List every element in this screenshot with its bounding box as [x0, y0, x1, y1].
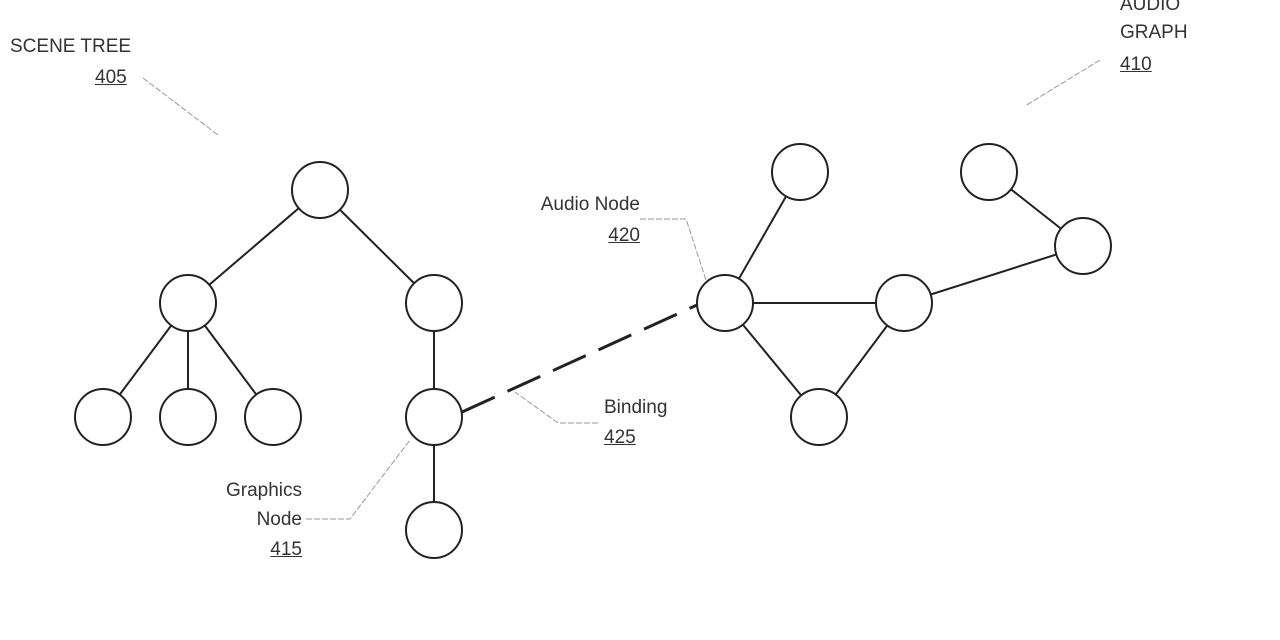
binding-ref: 425 — [604, 427, 636, 448]
scene-node — [405, 501, 463, 559]
graphics-node-title-2: Node — [256, 509, 302, 530]
leader-405 — [142, 77, 219, 136]
scene-tree-nodes — [74, 161, 463, 559]
leader-425 — [514, 391, 598, 424]
scene-node — [405, 274, 463, 332]
audio-graph-ref: 410 — [1120, 54, 1152, 75]
audio-graph-nodes — [696, 143, 1112, 446]
graphics-node — [405, 388, 463, 446]
leader-lines — [142, 59, 1101, 520]
graphics-node-title-1: Graphics — [225, 480, 302, 501]
binding-title: Binding — [604, 397, 668, 418]
audio-graph-title-1: AUDIO — [1120, 0, 1181, 15]
graphics-node-ref: 415 — [270, 539, 302, 560]
leader-420 — [640, 218, 707, 281]
scene-node — [159, 274, 217, 332]
scene-node — [159, 388, 217, 446]
edge — [903, 245, 1084, 304]
audio-graph-node — [960, 143, 1018, 201]
audio-graph-node — [875, 274, 933, 332]
audio-graph-title-2: GRAPH — [1120, 22, 1188, 43]
scene-tree-title: SCENE TREE — [10, 36, 132, 57]
scene-tree-ref: 405 — [95, 67, 127, 88]
scene-node — [244, 388, 302, 446]
audio-node-ref: 420 — [608, 225, 640, 246]
leader-415 — [306, 439, 411, 520]
scene-node — [74, 388, 132, 446]
binding-dashed-line — [461, 303, 698, 414]
audio-node — [696, 274, 754, 332]
scene-node-root — [291, 161, 349, 219]
audio-graph-node — [790, 388, 848, 446]
audio-node-title: Audio Node — [540, 194, 640, 215]
audio-graph-node — [1054, 217, 1112, 275]
leader-410 — [1024, 59, 1101, 107]
audio-graph-node — [771, 143, 829, 201]
